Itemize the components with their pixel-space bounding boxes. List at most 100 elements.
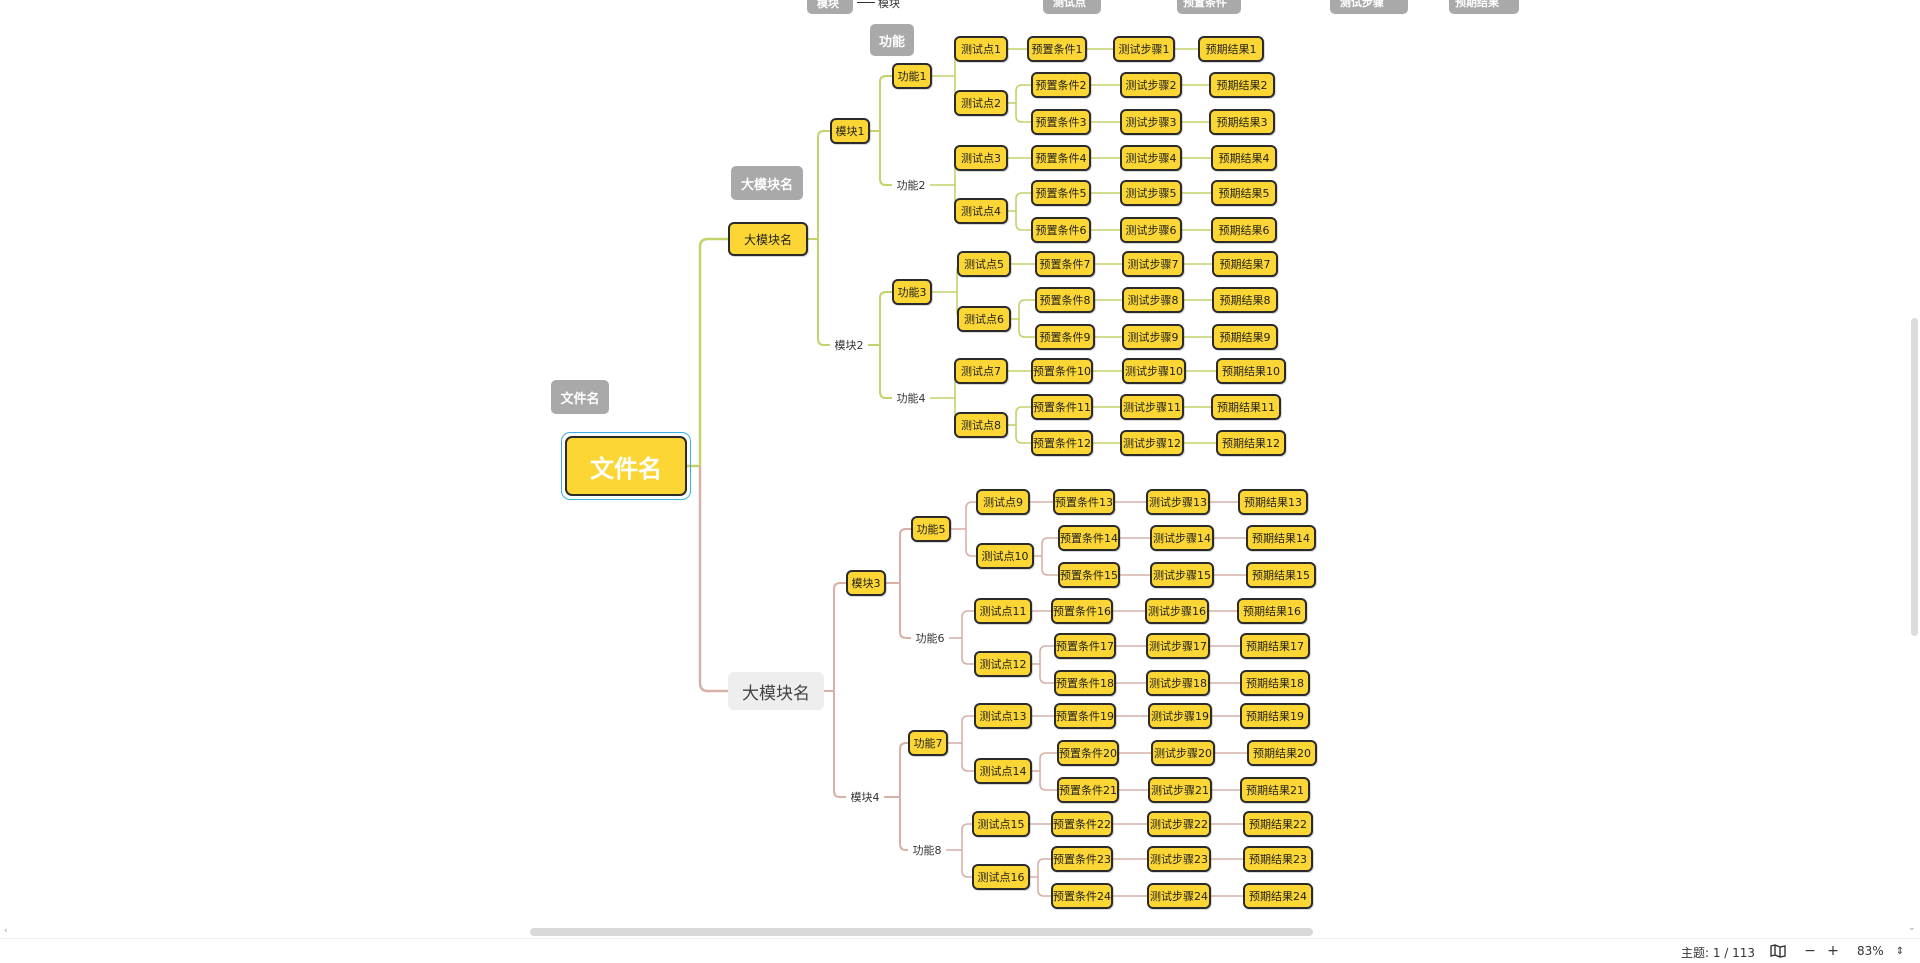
big-module-node-1[interactable]: 大模块名 [728, 222, 808, 256]
test-step-node-19[interactable]: 测试步骤19 [1148, 703, 1212, 729]
test-step-node-13[interactable]: 测试步骤13 [1146, 489, 1210, 515]
test-step-node-20[interactable]: 测试步骤20 [1151, 740, 1215, 766]
zoom-out-button[interactable]: − [1804, 943, 1816, 959]
root-node[interactable]: 文件名 [565, 436, 687, 496]
test-step-node-10[interactable]: 测试步骤10 [1122, 358, 1186, 384]
precondition-node-6[interactable]: 预置条件6 [1031, 217, 1091, 243]
test-step-node-5[interactable]: 测试步骤5 [1120, 180, 1182, 206]
test-step-node-1[interactable]: 测试步骤1 [1113, 36, 1175, 62]
tag-file[interactable]: 文件名 [551, 380, 609, 414]
test-point-node-15[interactable]: 测试点15 [972, 811, 1030, 837]
test-step-node-3[interactable]: 测试步骤3 [1120, 109, 1182, 135]
test-point-node-2[interactable]: 测试点2 [954, 90, 1008, 116]
test-point-node-7[interactable]: 测试点7 [954, 358, 1008, 384]
precondition-node-5[interactable]: 预置条件5 [1031, 180, 1091, 206]
function-node-2[interactable]: 功能2 [892, 175, 930, 195]
module-node-4[interactable]: 模块4 [846, 787, 884, 807]
test-step-node-24[interactable]: 测试步骤24 [1147, 883, 1211, 909]
precondition-node-8[interactable]: 预置条件8 [1035, 287, 1095, 313]
expected-result-node-17[interactable]: 预期结果17 [1240, 633, 1310, 659]
test-step-node-22[interactable]: 测试步骤22 [1147, 811, 1211, 837]
test-step-node-2[interactable]: 测试步骤2 [1120, 72, 1182, 98]
expected-result-node-12[interactable]: 预期结果12 [1216, 430, 1286, 456]
test-point-node-10[interactable]: 测试点10 [976, 543, 1034, 569]
test-step-node-11[interactable]: 测试步骤11 [1120, 394, 1184, 420]
test-step-node-6[interactable]: 测试步骤6 [1120, 217, 1182, 243]
module-node-3[interactable]: 模块3 [846, 570, 886, 596]
precondition-node-21[interactable]: 预置条件21 [1057, 777, 1119, 803]
test-point-node-12[interactable]: 测试点12 [974, 651, 1032, 677]
precondition-node-15[interactable]: 预置条件15 [1058, 562, 1120, 588]
function-node-3[interactable]: 功能3 [892, 279, 932, 305]
expected-result-node-21[interactable]: 预期结果21 [1240, 777, 1310, 803]
test-point-node-5[interactable]: 测试点5 [957, 251, 1011, 277]
horizontal-scroll-thumb[interactable] [530, 928, 1313, 936]
function-node-8[interactable]: 功能8 [908, 840, 946, 860]
precondition-node-3[interactable]: 预置条件3 [1031, 109, 1091, 135]
expected-result-node-13[interactable]: 预期结果13 [1238, 489, 1308, 515]
test-step-node-17[interactable]: 测试步骤17 [1146, 633, 1210, 659]
test-step-node-18[interactable]: 测试步骤18 [1146, 670, 1210, 696]
test-step-node-14[interactable]: 测试步骤14 [1150, 525, 1214, 551]
test-step-node-23[interactable]: 测试步骤23 [1147, 846, 1211, 872]
precondition-node-12[interactable]: 预置条件12 [1031, 430, 1093, 456]
precondition-node-9[interactable]: 预置条件9 [1035, 324, 1095, 350]
test-point-node-3[interactable]: 测试点3 [954, 145, 1008, 171]
test-step-node-4[interactable]: 测试步骤4 [1120, 145, 1182, 171]
map-view-icon[interactable] [1767, 942, 1789, 960]
expected-result-node-4[interactable]: 预期结果4 [1211, 145, 1277, 171]
tag-function[interactable]: 功能 [870, 24, 914, 56]
precondition-node-11[interactable]: 预置条件11 [1031, 394, 1093, 420]
test-step-node-15[interactable]: 测试步骤15 [1150, 562, 1214, 588]
precondition-node-7[interactable]: 预置条件7 [1035, 251, 1095, 277]
test-point-node-14[interactable]: 测试点14 [974, 758, 1032, 784]
precondition-node-13[interactable]: 预置条件13 [1053, 489, 1115, 515]
test-point-node-11[interactable]: 测试点11 [974, 598, 1032, 624]
module-node-2[interactable]: 模块2 [830, 335, 868, 355]
test-point-node-6[interactable]: 测试点6 [957, 306, 1011, 332]
precondition-node-10[interactable]: 预置条件10 [1031, 358, 1093, 384]
scroll-left-arrow-icon[interactable]: ‹ [4, 926, 8, 936]
precondition-node-16[interactable]: 预置条件16 [1051, 598, 1113, 624]
expected-result-node-9[interactable]: 预期结果9 [1212, 324, 1278, 350]
test-step-node-7[interactable]: 测试步骤7 [1122, 251, 1184, 277]
test-step-node-9[interactable]: 测试步骤9 [1122, 324, 1184, 350]
test-step-node-8[interactable]: 测试步骤8 [1122, 287, 1184, 313]
expected-result-node-1[interactable]: 预期结果1 [1198, 36, 1264, 62]
precondition-node-20[interactable]: 预置条件20 [1057, 740, 1119, 766]
expected-result-node-8[interactable]: 预期结果8 [1212, 287, 1278, 313]
expected-result-node-11[interactable]: 预期结果11 [1211, 394, 1281, 420]
expected-result-node-22[interactable]: 预期结果22 [1243, 811, 1313, 837]
expected-result-node-6[interactable]: 预期结果6 [1211, 217, 1277, 243]
precondition-node-19[interactable]: 预置条件19 [1054, 703, 1116, 729]
vertical-scroll-thumb[interactable] [1911, 318, 1918, 636]
expected-result-node-7[interactable]: 预期结果7 [1212, 251, 1278, 277]
function-node-1[interactable]: 功能1 [892, 63, 932, 89]
expected-result-node-24[interactable]: 预期结果24 [1243, 883, 1313, 909]
tag-big-module[interactable]: 大模块名 [731, 166, 803, 200]
zoom-menu-icon[interactable]: ⇕ [1895, 945, 1905, 957]
test-point-node-4[interactable]: 测试点4 [954, 198, 1008, 224]
precondition-node-17[interactable]: 预置条件17 [1054, 633, 1116, 659]
test-step-node-12[interactable]: 测试步骤12 [1120, 430, 1184, 456]
scroll-down-arrow-icon[interactable]: ⌄ [1908, 923, 1916, 933]
precondition-node-18[interactable]: 预置条件18 [1054, 670, 1116, 696]
zoom-in-button[interactable]: + [1827, 943, 1839, 959]
expected-result-node-2[interactable]: 预期结果2 [1209, 72, 1275, 98]
expected-result-node-20[interactable]: 预期结果20 [1247, 740, 1317, 766]
expected-result-node-14[interactable]: 预期结果14 [1246, 525, 1316, 551]
function-node-5[interactable]: 功能5 [911, 516, 951, 542]
test-point-node-1[interactable]: 测试点1 [954, 36, 1008, 62]
expected-result-node-10[interactable]: 预期结果10 [1216, 358, 1286, 384]
test-step-node-21[interactable]: 测试步骤21 [1148, 777, 1212, 803]
precondition-node-22[interactable]: 预置条件22 [1051, 811, 1113, 837]
test-point-node-13[interactable]: 测试点13 [974, 703, 1032, 729]
big-module-node-2[interactable]: 大模块名 [728, 672, 824, 710]
function-node-7[interactable]: 功能7 [908, 730, 948, 756]
test-point-node-16[interactable]: 测试点16 [972, 864, 1030, 890]
function-node-4[interactable]: 功能4 [892, 388, 930, 408]
precondition-node-23[interactable]: 预置条件23 [1051, 846, 1113, 872]
expected-result-node-15[interactable]: 预期结果15 [1246, 562, 1316, 588]
function-node-6[interactable]: 功能6 [911, 628, 949, 648]
precondition-node-2[interactable]: 预置条件2 [1031, 72, 1091, 98]
